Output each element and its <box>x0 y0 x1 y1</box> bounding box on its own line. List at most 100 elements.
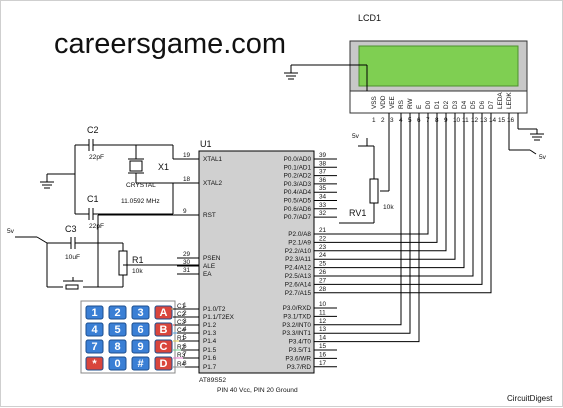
keypad-line-label: C2 <box>177 311 186 318</box>
lcd-pin-name: RS <box>398 100 405 109</box>
keypad-key[interactable] <box>131 322 150 337</box>
u1-right-pin-name: P2.2/A10 <box>285 248 312 255</box>
u1-right-pin-name: P0.1/AD1 <box>284 164 312 171</box>
keypad-key[interactable] <box>85 339 104 354</box>
bus-wire-data <box>337 113 492 294</box>
u1-right-pin-number: 14 <box>319 335 327 342</box>
bus-wire-control <box>337 113 420 343</box>
u1-right-pin-number: 38 <box>319 160 327 167</box>
keypad-line-label: R1 <box>177 335 186 342</box>
lcd-pin-name: LEDA <box>497 92 504 109</box>
bus-wire-control <box>337 113 411 334</box>
keypad-key-label: 6 <box>137 324 143 336</box>
keypad-key[interactable] <box>108 322 127 337</box>
keypad-key-label: B <box>160 324 168 336</box>
u1-left-pin-number: 19 <box>183 152 191 159</box>
lcd-pin-number: 14 <box>489 117 497 124</box>
keypad-key[interactable] <box>108 305 127 320</box>
bus-wire-data <box>337 113 438 243</box>
keypad-key[interactable] <box>131 356 150 371</box>
bus-wire-data <box>337 113 474 277</box>
u1-right-pin-name: P3.2/INT0 <box>282 322 311 329</box>
lcd-pin-number: 16 <box>507 117 515 124</box>
keypad-key[interactable] <box>154 356 173 371</box>
u1-left-pin-name: P1.3 <box>203 330 217 337</box>
bus-wire-data <box>337 113 447 252</box>
lcd-pin-name: D7 <box>488 100 495 109</box>
keypad-line-label: R2 <box>177 344 186 351</box>
r1-ref-label: R1 <box>132 255 144 265</box>
u1-power-note: PIN 40 Vcc, PIN 20 Ground <box>217 387 298 394</box>
keypad-key-label: D <box>160 358 168 370</box>
lcd-pin-name: D1 <box>434 100 441 109</box>
keypad-key[interactable] <box>154 322 173 337</box>
lcd-pin-number: 1 <box>372 117 376 124</box>
u1-right-pin-number: 32 <box>319 210 327 217</box>
reset-circuit <box>15 214 199 290</box>
bus-wire-control <box>337 113 402 326</box>
keypad-key-label: 1 <box>91 307 97 319</box>
u1-left-pin-name: XTAL2 <box>203 180 223 187</box>
keypad-key-label: 0 <box>114 358 120 370</box>
u1-right-pin-name: P2.1/A9 <box>288 239 311 246</box>
u1-right-pin-number: 16 <box>319 351 327 358</box>
u1-right-pin-number: 13 <box>319 326 327 333</box>
keypad-key-label: 2 <box>114 307 120 319</box>
u1-left-pin-number: 1 <box>183 302 187 309</box>
u1-right-pin-number: 39 <box>319 152 327 159</box>
lcd-pin-number: 13 <box>480 117 488 124</box>
u1-right-pin-name: P3.1/TXD <box>283 313 311 320</box>
bus-wire-data <box>337 113 483 285</box>
reset-supply-label: 5v <box>7 228 15 235</box>
u1-left-pin-name: P1.2 <box>203 322 217 329</box>
keypad-key[interactable] <box>154 305 173 320</box>
keypad-key[interactable] <box>154 339 173 354</box>
rv1-value-label: 10k <box>383 204 394 211</box>
rv1-ref-label: RV1 <box>349 208 366 218</box>
keypad-line-label: C3 <box>177 319 186 326</box>
lcd-backlight-connections <box>508 113 544 155</box>
u1-right-pin-number: 33 <box>319 202 327 209</box>
keypad-key[interactable] <box>108 339 127 354</box>
u1-right-pin-name: P0.7/AD7 <box>284 214 312 221</box>
keypad-key[interactable] <box>131 339 150 354</box>
keypad-key[interactable] <box>85 356 104 371</box>
keypad-key[interactable] <box>85 305 104 320</box>
lcd-pin-number: 3 <box>390 117 394 124</box>
lcd-pin-name: D6 <box>479 100 486 109</box>
u1-right-pin-name: P2.7/A15 <box>285 290 312 297</box>
lcd-pin-name: VEE <box>389 96 396 109</box>
data-bus-wires <box>337 113 492 343</box>
u1-right-pin-name: P3.5/T1 <box>289 347 312 354</box>
u1-right-pin-name: P0.6/AD6 <box>284 206 312 213</box>
u1-right-pin-name: P2.4/A12 <box>285 265 312 272</box>
u1-pins: XTAL119XTAL218RST9PSEN29ALE30EA31P1.0/T2… <box>177 152 337 371</box>
u1-left-pin-name: P1.0/T2 <box>203 306 226 313</box>
lcd-module <box>349 40 528 114</box>
u1-right-pin-number: 24 <box>319 252 327 259</box>
keypad-key-label: A <box>160 307 168 319</box>
keypad-key[interactable] <box>131 305 150 320</box>
u1-left-pin-number: 8 <box>183 360 187 367</box>
u1-right-pin-name: P3.3/INT1 <box>282 330 311 337</box>
keypad-key[interactable] <box>85 322 104 337</box>
c2-ref-label: C2 <box>87 125 99 135</box>
keypad-line-label: R3 <box>177 352 186 359</box>
lcd-pin-name: E <box>416 105 423 109</box>
keypad-key-label: 7 <box>91 341 97 353</box>
x1-ref-label: X1 <box>158 162 169 172</box>
keypad-line-label: C1 <box>177 303 186 310</box>
u1-right-pin-number: 11 <box>319 309 326 316</box>
c1-ref-label: C1 <box>87 194 99 204</box>
lcd-pin-name: LEDK <box>506 92 513 109</box>
keypad-key[interactable] <box>108 356 127 371</box>
lcd-pin-number: 10 <box>453 117 461 124</box>
u1-right-pin-name: P2.0/A8 <box>288 231 311 238</box>
keypad-key-label: 3 <box>137 307 143 319</box>
u1-right-pin-number: 17 <box>319 360 327 367</box>
rv1-supply-label: 5v <box>352 133 360 140</box>
u1-right-pin-name: P0.0/AD0 <box>284 156 312 163</box>
c3-ref-label: C3 <box>65 224 77 234</box>
